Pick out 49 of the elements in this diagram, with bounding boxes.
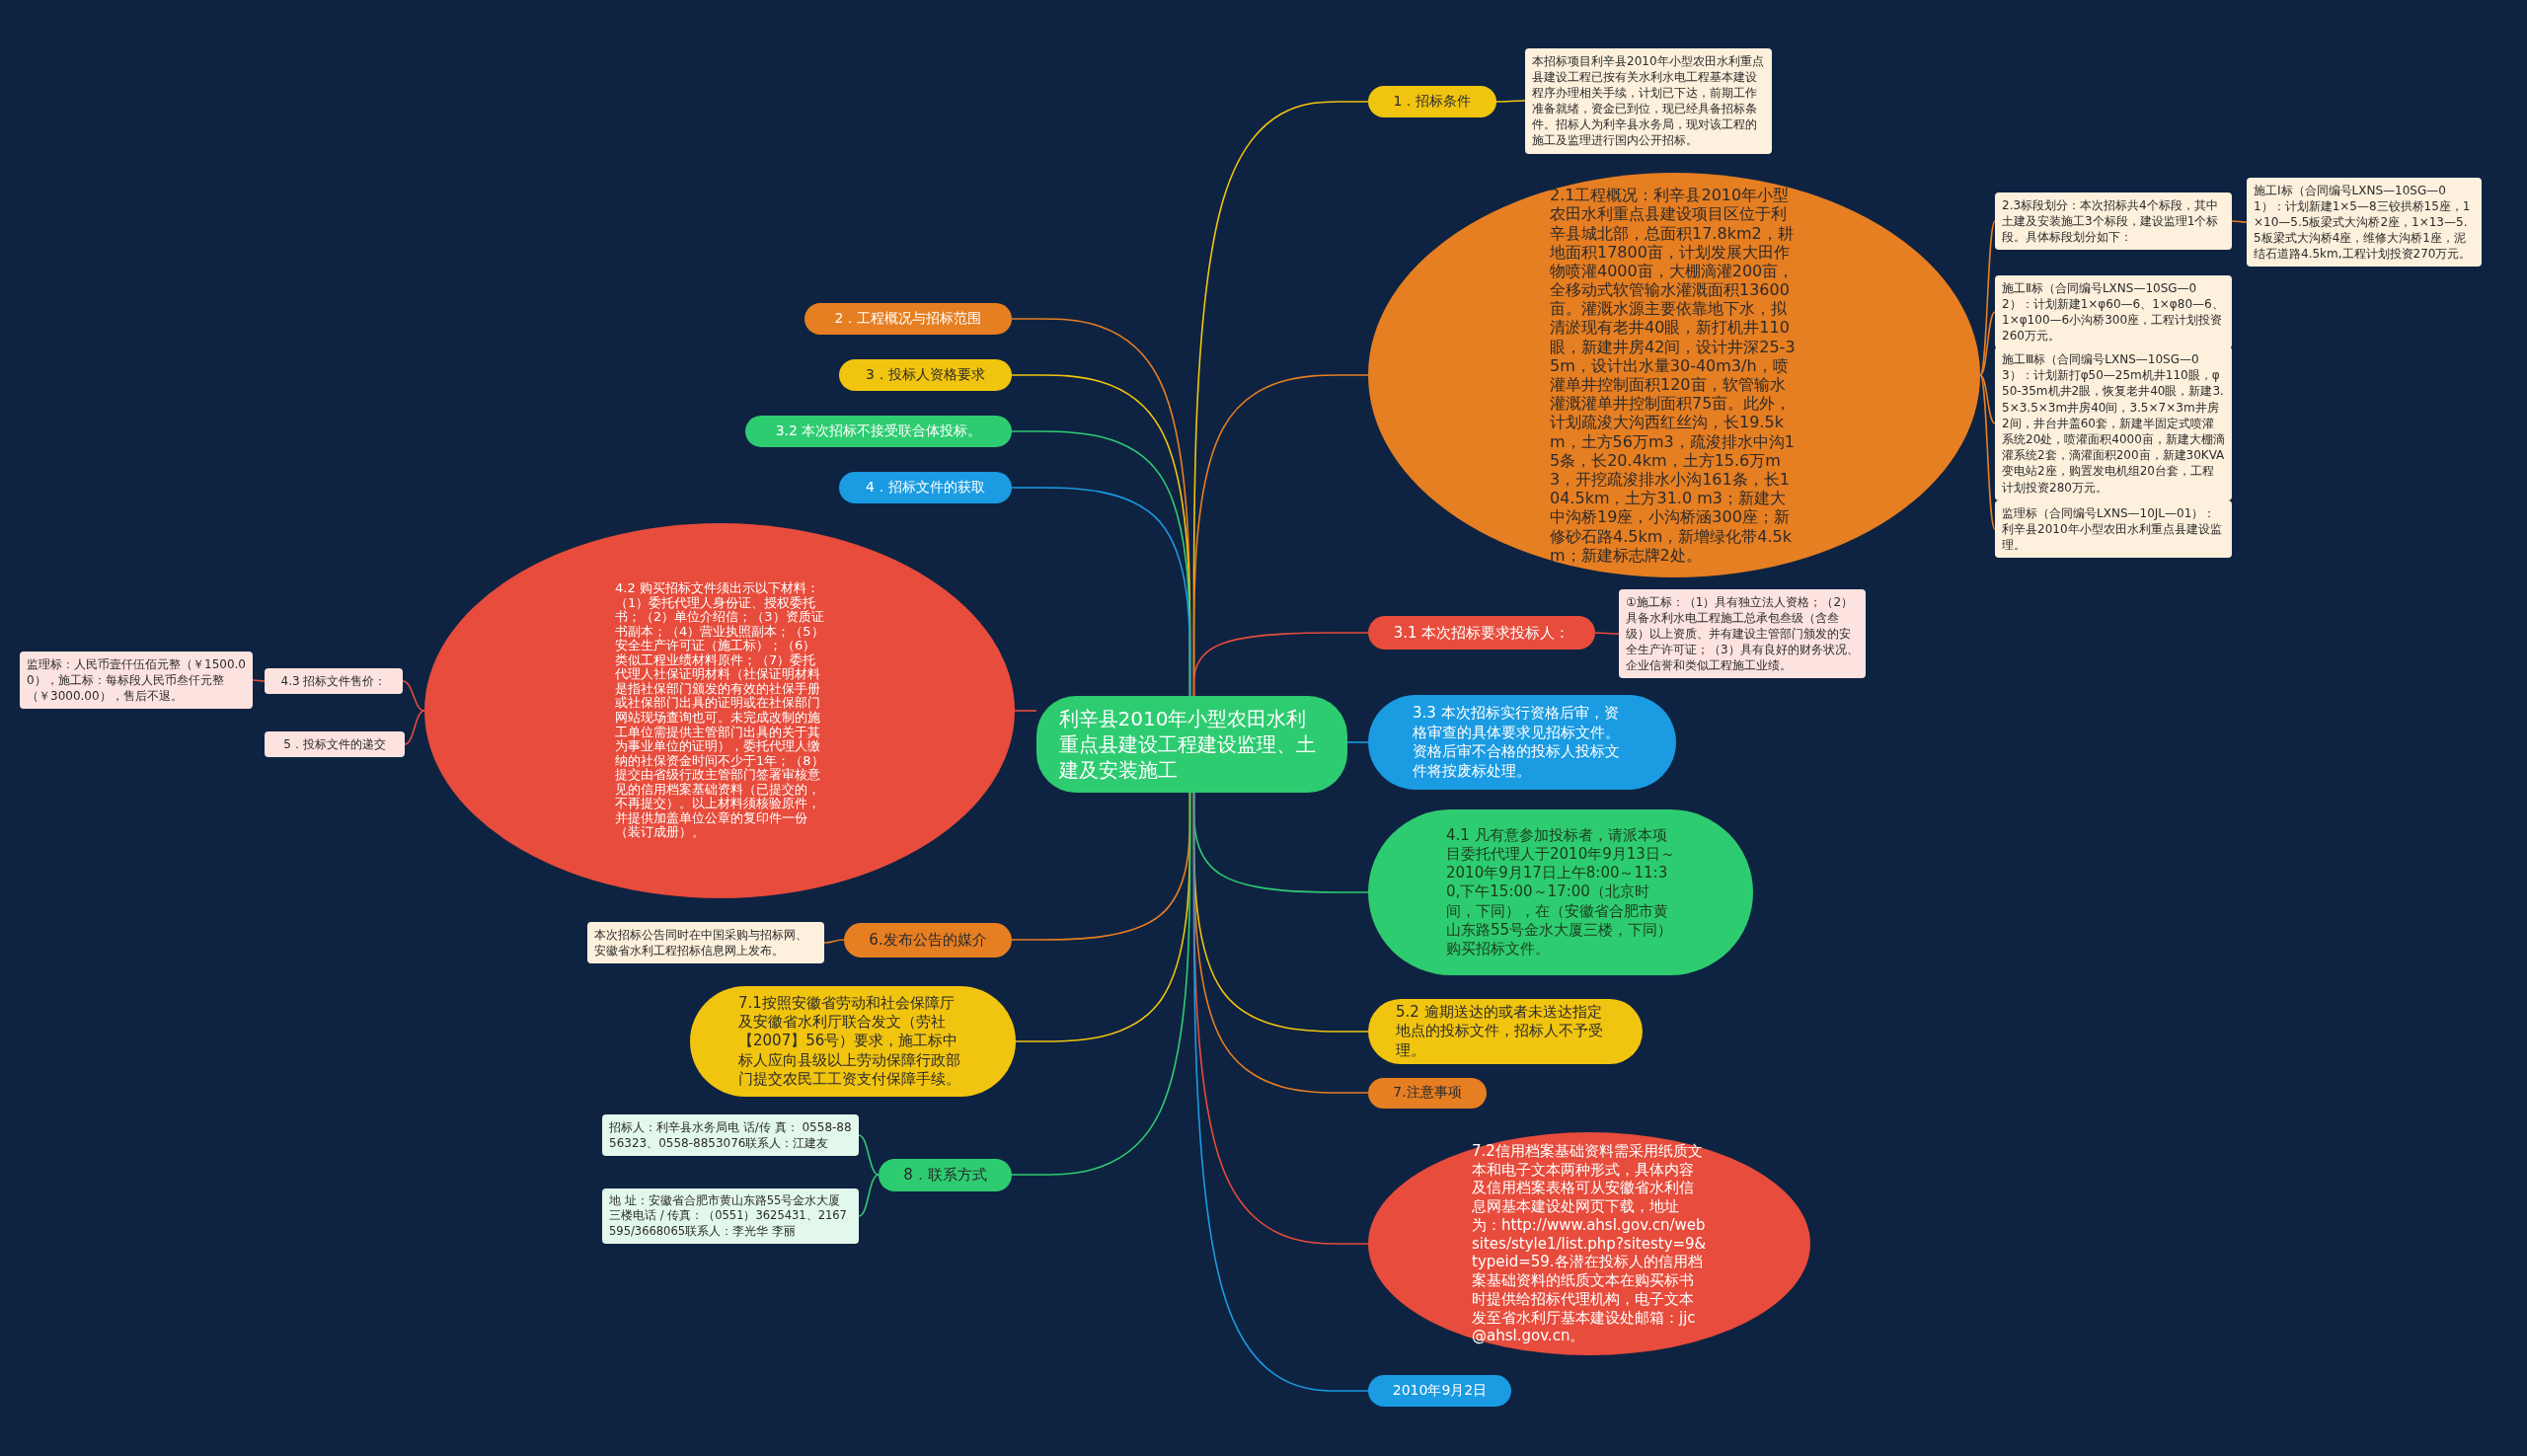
topic-pill: 1．招标条件 — [1368, 86, 1496, 117]
connector-line — [1192, 792, 1369, 1392]
note-card: 4.3 招标文件售价： — [265, 668, 403, 694]
detail-ellipse: 4.2 购买招标文件须出示以下材料：（1）委托代理人身份证、授权委托书；（2）单位介绍信；（3）资质证书副本；（4）营业执照副本；（5）安全生产许可证（施工标）；（6）类似工程业绩材料原件；（7）委托代理人社保证明材料（社保证明材料是指社保部门颁发的有效的社保手册或社保部门出具的证明或在社保部门网站现场查询也可。未完成改制的施工单位需提供主管部门出具的关于其为事业单位的证明），委托代理人缴纳的社保资金时间不少于1年；（8）提交由省级行政主管部门签署审核意见的信用档案基础资料（已提交的，不再提交）。以上材料须核验原件，并提供加盖单位公章的复印件一份（装订成册）。 — [424, 523, 1015, 898]
note-card: 监理标（合同编号LXNS—10JL—01）：利辛县2010年小型农田水利重点县建设监理。 — [1995, 499, 2232, 559]
connector-line — [858, 1174, 880, 1217]
connector-line — [1014, 710, 1037, 712]
connector-line — [1979, 311, 1996, 376]
connector-line — [252, 679, 266, 682]
connector-line — [1979, 374, 1996, 424]
note-card: 招标人：利辛县水务局电 话/传 真： 0558-8856323、0558-8853076联系人：江建友 — [602, 1114, 859, 1157]
note-card: 本次招标公告同时在中国采购与招标网、安徽省水利工程招标信息网上发布。 — [587, 922, 824, 964]
note-card: 监理标：人民币壹仟伍佰元整（￥1500.00），施工标：每标段人民币叁仟元整（￥3000.00），售后不退。 — [20, 651, 253, 710]
topic-pill: 3.1 本次招标要求投标人： — [1368, 616, 1595, 650]
connector-line — [404, 710, 425, 745]
note-card: 施工Ⅰ标（合同编号LXNS—10SG—01）：计划新建1×5—8三铰拱桥15座，1×10—5.5板梁式大沟桥2座，1×13—5.5板梁式大沟桥4座，维修大沟桥1座，泥结石道路4.5km,工程计划投资270万元。 — [2247, 177, 2482, 268]
note-card: 施工Ⅲ标（合同编号LXNS—10SG—03）：计划新打φ50—25m机井110眼，φ50-35m机井2眼，恢复老井40眼，新建3.5×3.5×3m井房40间，3.5×7×3m井房2间，井台井盖60套，新建半固定式喷灌系统20处，喷灌面积4000亩，新建大棚滴灌系统2套，滴灌面积200亩，新建30KVA变电站2座，购置发电机组20台套，工程计划投资280万元。 — [1995, 346, 2232, 500]
topic-pill: 6.发布公告的媒介 — [844, 922, 1012, 958]
connector-line — [1495, 100, 1526, 103]
topic-pill: 2010年9月2日 — [1368, 1375, 1511, 1407]
connector-line — [1594, 632, 1620, 635]
connector-line — [1192, 632, 1369, 697]
detail-ellipse: 7.2信用档案基础资料需采用纸质文本和电子文本两种形式，具体内容及信用档案表格可从安徽省水利信息网基本建设处网页下载，地址为：http://www.ahsl.gov.cn/websites/style1/list.php?sitesty=9&typeid=59.各潜在投标人的信用档案基础资料的纸质文本在购买标书时提供给招标代理机构，电子文本发至省水利厅基本建设处邮箱：jjc@ahsl.gov.cn。 — [1368, 1132, 1810, 1355]
connector-line — [1011, 792, 1191, 1176]
topic-pill: 7.注意事项 — [1368, 1077, 1487, 1109]
connector-line — [1011, 487, 1191, 697]
detail-ellipse: 2.1工程概况：利辛县2010年小型农田水利重点县建设项目区位于利辛县城北部，总面积17.8km2，耕地面积17800亩，计划发展大田作物喷灌4000亩，大棚滴灌200亩，全移动式软管输水灌溉面积13600亩。灌溉水源主要依靠地下水，拟清淤现有老井40眼，新打机井110眼，新建井房42间，设计井深25-35m，设计出水量30-40m3/h，喷灌单井控制面积120亩，软管输水灌溉灌单井控制面积75亩。此外，计划疏浚大沟西红丝沟，长19.5km，土方56万m3，疏浚排水中沟15条，长20.4km，土方15.6万m3，开挖疏浚排水小沟161条，长104.5km，土方31.0 m3；新建大中沟桥19座，小沟桥涵300座；新修砂石路4.5km，新增绿化带4.5km；新建标志牌2处。 — [1368, 173, 1980, 577]
topic-pill: 3.2 本次招标不接受联合体投标。 — [745, 416, 1012, 447]
note-card: 2.3标段划分：本次招标共4个标段，其中土建及安装施工3个标段，建设监理1个标段。具体标段划分如下： — [1995, 192, 2232, 251]
connector-line — [402, 680, 425, 712]
topic-pill: 8．联系方式 — [879, 1158, 1012, 1191]
topic-pill: 3.3 本次招标实行资格后审，资格审查的具体要求见招标文件。资格后审不合格的投标人投标文件将按废标处理。 — [1368, 695, 1676, 790]
connector-line — [1979, 374, 1996, 530]
topic-pill: 5.2 逾期送达的或者未送达指定地点的投标文件，招标人不予受理。 — [1368, 999, 1643, 1064]
central-topic: 利辛县2010年小型农田水利重点县建设工程建设监理、土建及安装施工 — [1036, 696, 1347, 793]
note-card: 施工Ⅱ标（合同编号LXNS—10SG—02）：计划新建1×φ60—6、1×φ80—6、1×φ100—6小沟桥300座，工程计划投资260万元。 — [1995, 274, 2232, 349]
note-card: 地 址：安徽省合肥市黄山东路55号金水大厦三楼电话 / 传真：（0551）3625431、2167595/3668065联系人：李光华 李丽 — [602, 1188, 859, 1245]
topic-pill: 4.1 凡有意参加投标者，请派本项目委托代理人于2010年9月13日～2010年9月17日上午8:00～11:30,下午15:00～17:00（北京时间，下同），在（安徽省合肥市黄山东路55号金水大厦三楼，下同）购买招标文件。 — [1368, 809, 1753, 975]
connector-line — [2231, 220, 2248, 223]
connector-line — [823, 939, 845, 944]
note-card: 本招标项目利辛县2010年小型农田水利重点县建设工程已按有关水利水电工程基本建设程序办理相关手续，计划已下达，前期工作准备就绪，资金已到位，现已经具备招标条件。招标人为利辛县水务局，现对该工程的施工及监理进行国内公开招标。 — [1525, 47, 1772, 154]
topic-pill: 4．招标文件的获取 — [839, 472, 1012, 503]
note-card: 5．投标文件的递交 — [265, 731, 405, 757]
connector-line — [858, 1134, 880, 1176]
topic-pill: 2．工程概况与招标范围 — [804, 303, 1012, 335]
connector-line — [1346, 741, 1369, 743]
topic-pill: 3．投标人资格要求 — [839, 359, 1012, 391]
note-card: ①施工标：（1）具有独立法人资格；（2）具备水利水电工程施工总承包叁级（含叁级）以上资质、并有建设主管部门颁发的安全生产许可证；（3）具有良好的财务状况、企业信誉和类似工程施工业绩。 — [1619, 588, 1866, 679]
topic-pill: 7.1按照安徽省劳动和社会保障厅及安徽省水利厅联合发文（劳社【2007】56号）要求，施工标中标人应向县级以上劳动保障行政部门提交农民工工资支付保障手续。 — [690, 986, 1016, 1097]
